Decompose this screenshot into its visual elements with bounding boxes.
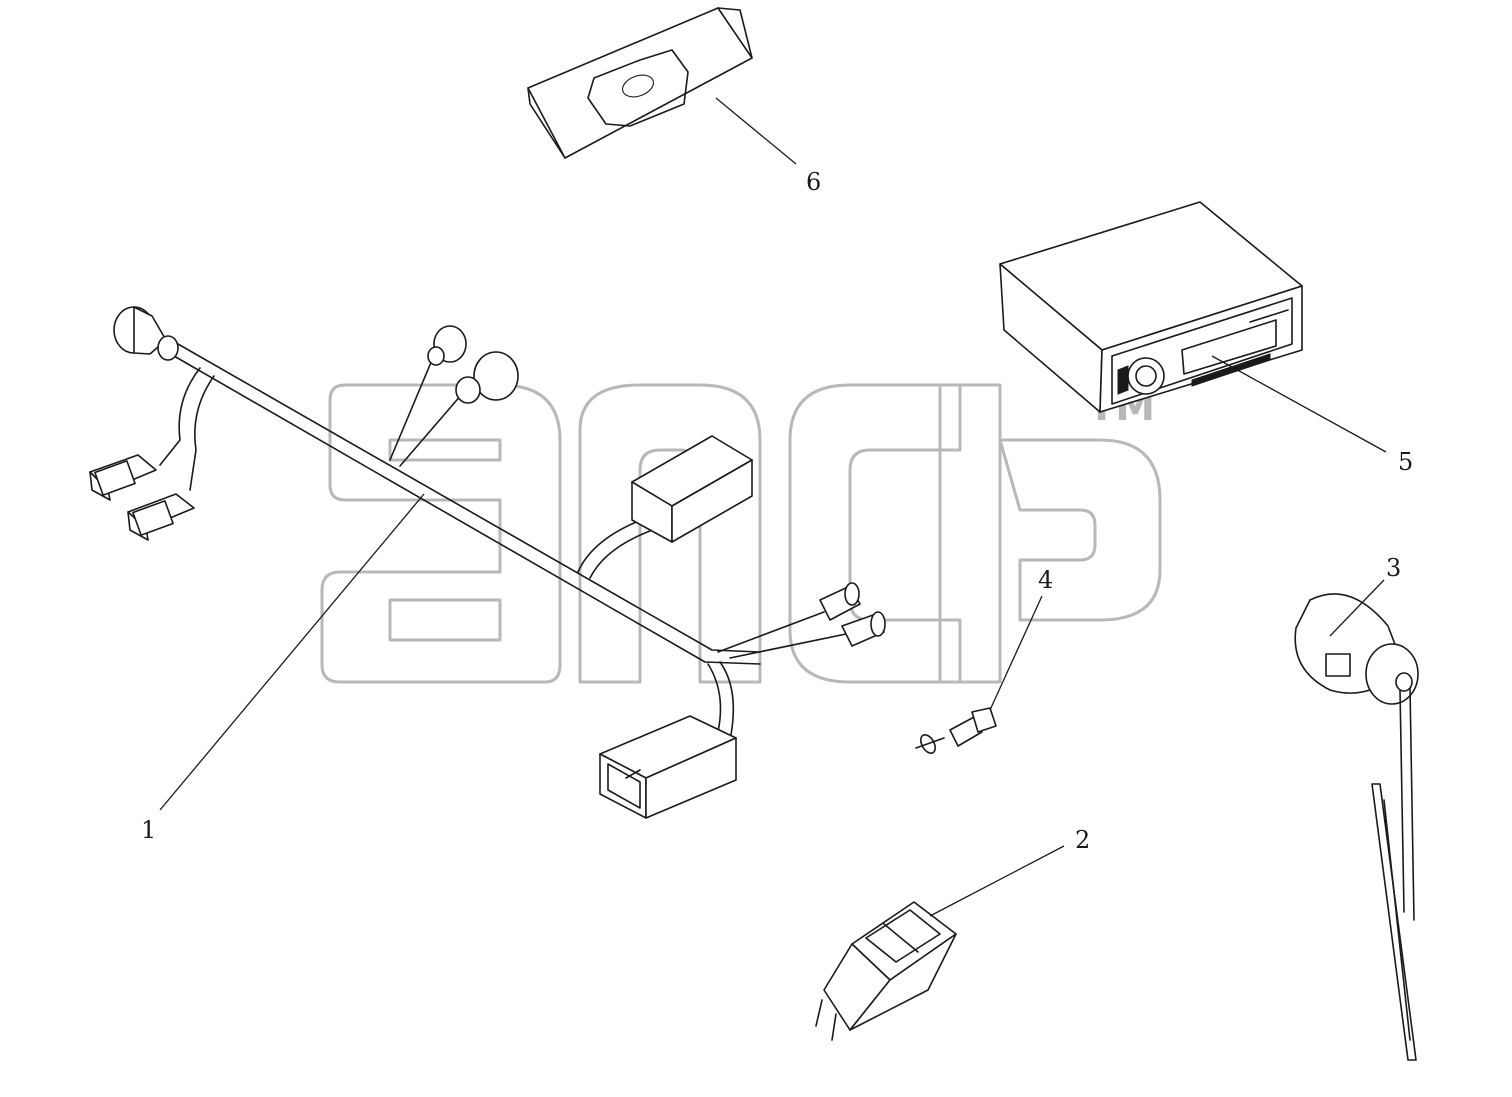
leader-6 <box>715 97 797 165</box>
callout-6: 6 <box>806 168 821 196</box>
callout-4: 4 <box>1038 566 1053 594</box>
leader-4 <box>989 595 1043 711</box>
leader-1 <box>159 493 425 811</box>
leader-3 <box>1329 579 1385 637</box>
leader-5 <box>1211 355 1387 453</box>
part-6-module <box>527 7 753 159</box>
part-4-bolt <box>915 707 997 754</box>
part-1-wire-harness <box>89 306 886 819</box>
callout-5: 5 <box>1398 448 1413 476</box>
part-3-wiper <box>1294 593 1419 1061</box>
callout-1: 1 <box>141 816 156 844</box>
part-2-switch <box>815 901 957 1041</box>
watermark-logo: TM <box>320 383 1162 684</box>
callout-labels: 1 2 3 4 5 6 <box>141 168 1413 854</box>
callout-3: 3 <box>1386 554 1401 582</box>
callout-2: 2 <box>1075 826 1090 854</box>
leader-lines <box>159 97 1387 917</box>
part-5-radio <box>999 201 1303 413</box>
leader-2 <box>929 845 1065 917</box>
